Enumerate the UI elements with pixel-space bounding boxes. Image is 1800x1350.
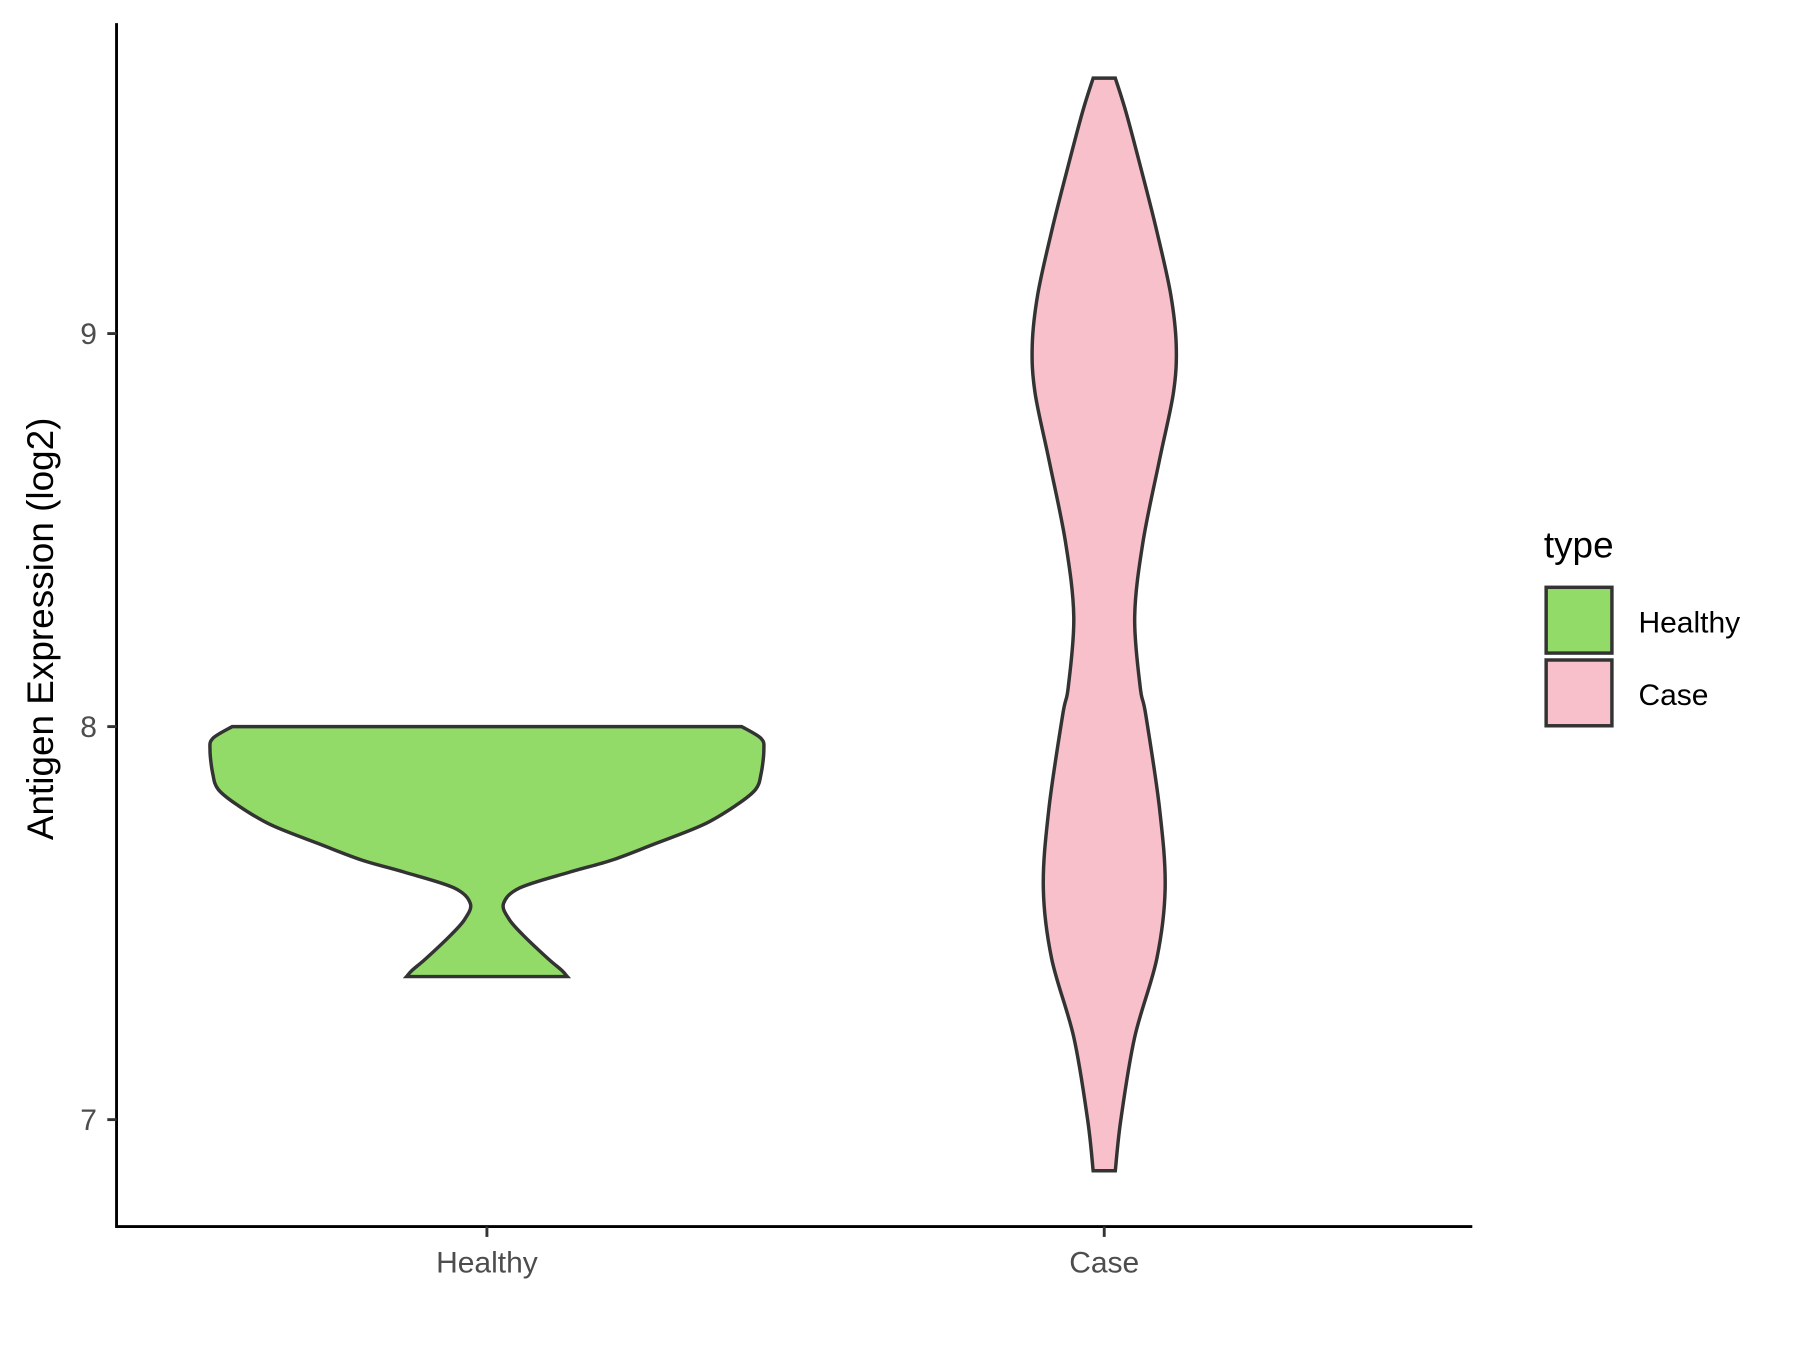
y-tick-label: 9 (80, 318, 97, 351)
violin-healthy (208, 724, 766, 979)
y-ticks: 7 8 9 (80, 318, 117, 1137)
violin-case (1030, 76, 1179, 1173)
x-ticks: Healthy Case (436, 1226, 1139, 1280)
legend-label: Case (1638, 679, 1708, 712)
violins (208, 76, 1179, 1173)
x-tick-label: Healthy (436, 1247, 538, 1280)
legend-key-case (1544, 658, 1614, 728)
legend-key-healthy (1544, 585, 1614, 655)
y-axis-label: Antigen Expression (log2) (20, 418, 61, 841)
x-tick-label: Case (1069, 1247, 1139, 1280)
y-tick-label: 8 (80, 711, 97, 744)
legend-title: type (1544, 524, 1614, 565)
y-tick-label: 7 (80, 1104, 97, 1137)
legend-label: Healthy (1638, 606, 1740, 639)
